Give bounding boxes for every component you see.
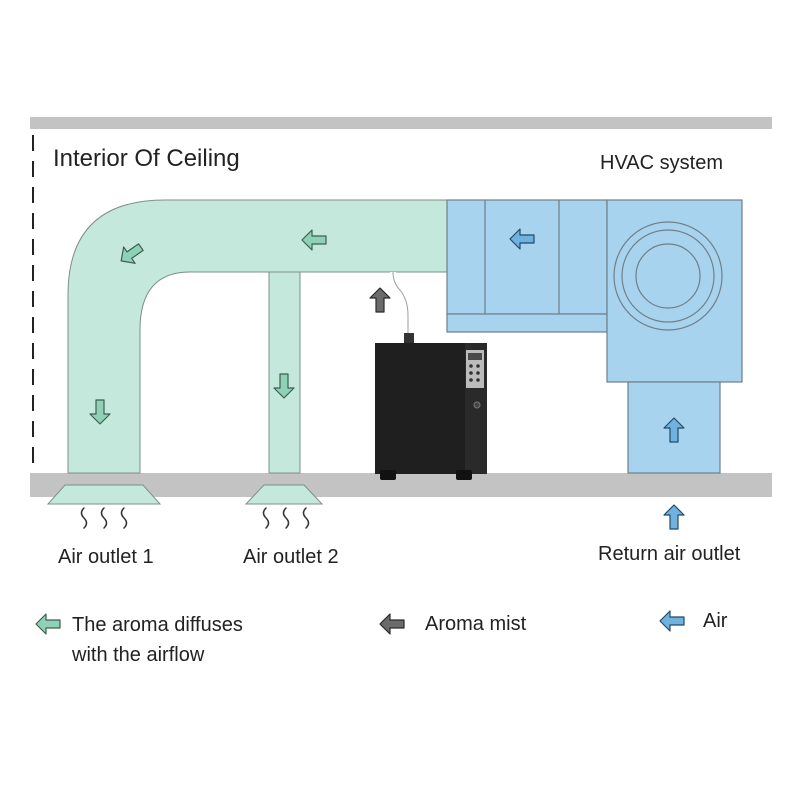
airflow-wave-icon — [282, 507, 290, 529]
air-outlet-2-diffuser — [244, 484, 324, 505]
arrow-up-icon — [369, 287, 391, 313]
ceiling-top-bar — [30, 117, 772, 129]
aroma-duct — [67, 199, 448, 474]
aroma-tube — [390, 271, 411, 338]
legend-air: Air — [703, 610, 728, 632]
legend-aroma-diffuses-line2: with the airflow — [72, 644, 205, 666]
air-outlet-2-label: Air outlet 2 — [243, 546, 339, 568]
aroma-diffuser-machine — [375, 333, 487, 480]
arrow-left-icon — [35, 613, 61, 635]
air-outlet-1-label: Air outlet 1 — [58, 546, 154, 568]
hvac-unit — [446, 199, 743, 474]
airflow-wave-icon — [262, 507, 270, 529]
power-button — [473, 401, 481, 409]
airflow-wave-icon — [80, 507, 88, 529]
hvac-system-label: HVAC system — [600, 152, 723, 174]
arrow-left-icon — [659, 610, 685, 632]
arrow-up-icon — [663, 504, 685, 530]
airflow-wave-icon — [120, 507, 128, 529]
return-air-outlet-label: Return air outlet — [598, 543, 741, 565]
ceiling-title: Interior Of Ceiling — [53, 145, 240, 172]
arrow-left-icon — [379, 613, 405, 635]
legend-aroma-mist: Aroma mist — [425, 613, 527, 635]
air-outlet-1-diffuser — [46, 484, 162, 505]
airflow-wave-icon — [100, 507, 108, 529]
legend-aroma-diffuses-line1: The aroma diffuses — [72, 614, 243, 636]
ceiling-bottom-bar — [30, 473, 772, 497]
airflow-wave-icon — [302, 507, 310, 529]
